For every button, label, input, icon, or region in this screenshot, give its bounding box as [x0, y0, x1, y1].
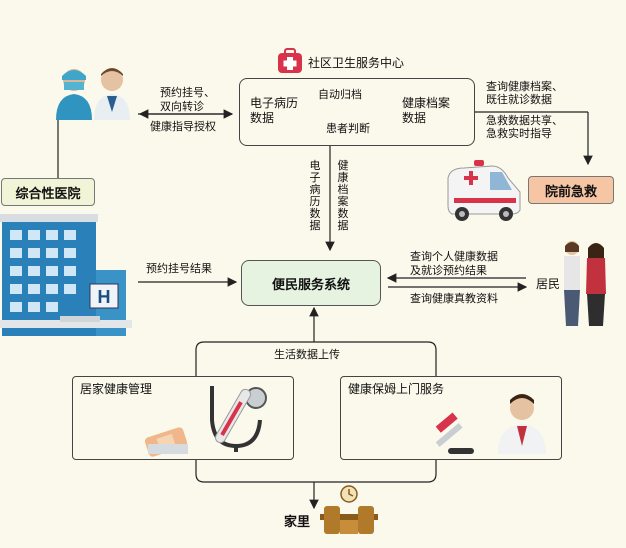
- emergency-tag: 院前急救: [528, 176, 614, 204]
- community-center-title: 社区卫生服务中心: [308, 56, 405, 70]
- resident-label: 居民: [536, 277, 561, 291]
- resident-query-2: 查询健康真教资料: [410, 292, 498, 305]
- health-record-label: 健康档案数据: [402, 96, 451, 125]
- emg-1b: 既往就诊数据: [486, 93, 552, 106]
- residents-icon: [564, 241, 606, 326]
- doctors-icon: [56, 68, 130, 120]
- upload-label: 生活数据上传: [274, 348, 340, 361]
- ambulance-icon: [447, 160, 521, 221]
- resident-query-1b: 及就诊预约结果: [410, 264, 487, 277]
- community-center-box: [239, 78, 475, 146]
- bracket-bottom: [195, 460, 437, 483]
- hosp-top-1: 预约挂号、: [160, 86, 215, 99]
- home-furniture-icon: [320, 485, 378, 534]
- svg-text:H: H: [98, 287, 111, 307]
- stethoscope-thermometer-icon: [144, 386, 267, 457]
- appointment-result-label: 预约挂号结果: [146, 262, 212, 275]
- home-label: 家里: [284, 515, 311, 530]
- hosp-top-2: 双向转诊: [160, 100, 204, 113]
- patient-judge-label: 患者判断: [326, 122, 370, 135]
- down-label-health: 健康档案数据: [337, 159, 349, 232]
- emg-1a: 查询健康档案、: [486, 80, 563, 93]
- down-label-emr: 电子病历数据: [309, 159, 321, 232]
- service-system-box: 便民服务系统: [241, 260, 381, 306]
- emr-label: 电子病历数据: [250, 96, 299, 125]
- syringe-doctor-icon: [435, 394, 546, 454]
- auto-archive-label: 自动归档: [318, 88, 362, 101]
- bracket-top: [195, 341, 437, 376]
- resident-query-1a: 查询个人健康数据: [410, 250, 498, 263]
- emg-2a: 急救数据共享、: [486, 114, 563, 127]
- hospital-building-icon: H: [0, 214, 132, 336]
- hosp-bottom: 健康指导授权: [150, 120, 216, 133]
- hospital-tag: 综合性医院: [1, 178, 95, 206]
- home-health-label: 居家健康管理: [80, 382, 153, 396]
- emg-2b: 急救实时指导: [486, 127, 552, 140]
- medical-kit-icon: [278, 48, 302, 73]
- nanny-service-label: 健康保姆上门服务: [348, 382, 445, 396]
